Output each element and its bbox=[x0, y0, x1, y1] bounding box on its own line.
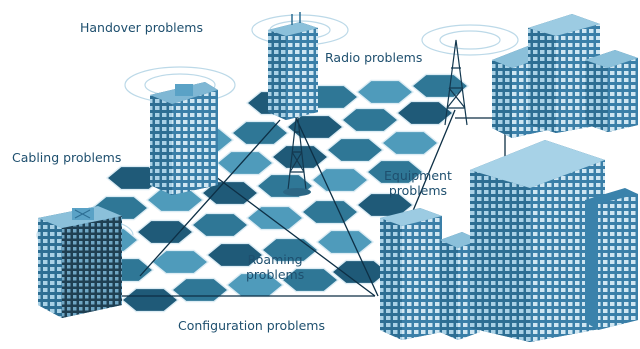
building-icon bbox=[528, 14, 600, 133]
cell-hex-tile bbox=[300, 199, 360, 225]
roaming-label-line2: problems bbox=[246, 267, 305, 282]
cell-hex-tile bbox=[135, 219, 195, 245]
building-icon bbox=[470, 140, 638, 342]
cell-hex-tile bbox=[380, 130, 440, 156]
handover-problems-label: Handover problems bbox=[80, 20, 203, 35]
cell-hex-tile bbox=[200, 180, 260, 206]
cell-hex-tile bbox=[170, 277, 230, 303]
configuration-problems-label: Configuration problems bbox=[178, 318, 325, 333]
equipment-problems-label: Equipment problems bbox=[384, 168, 452, 198]
building-icon bbox=[150, 82, 218, 195]
cell-hex-tile bbox=[270, 144, 330, 170]
cell-hex-tile bbox=[190, 212, 250, 238]
building-icon bbox=[38, 206, 122, 318]
cell-hex-tile bbox=[230, 120, 290, 146]
roaming-problems-label: Roaming problems bbox=[246, 252, 304, 282]
radio-tower-icon bbox=[444, 39, 468, 126]
cell-hex-tile bbox=[355, 79, 415, 105]
cell-hex-tile bbox=[410, 73, 470, 99]
cell-hex-tile bbox=[260, 237, 320, 263]
cell-hex-tile bbox=[395, 100, 455, 126]
radio-problems-label: Radio problems bbox=[325, 50, 423, 65]
cell-hex-tile bbox=[120, 287, 180, 313]
cell-hex-tile bbox=[245, 205, 305, 231]
cell-hex-tile bbox=[280, 267, 340, 293]
cell-hex-tile bbox=[330, 259, 390, 285]
cell-hex-tile bbox=[285, 114, 345, 140]
cell-hex-tile bbox=[315, 229, 375, 255]
cell-hex-tile bbox=[310, 167, 370, 193]
cabling-problems-label: Cabling problems bbox=[12, 150, 122, 165]
cell-hex-tile bbox=[105, 165, 165, 191]
cell-hex-tile bbox=[340, 107, 400, 133]
cell-hex-tile bbox=[325, 137, 385, 163]
cell-hex-tile bbox=[205, 242, 265, 268]
building-icon bbox=[380, 208, 442, 340]
equipment-label-line1: Equipment bbox=[384, 168, 452, 183]
cell-hex-tile bbox=[215, 150, 275, 176]
building-icon bbox=[585, 50, 638, 132]
cell-hex-tile bbox=[365, 159, 425, 185]
building-icon bbox=[268, 12, 318, 120]
roaming-label-line1: Roaming bbox=[247, 252, 303, 267]
equipment-label-line2: problems bbox=[388, 183, 448, 198]
